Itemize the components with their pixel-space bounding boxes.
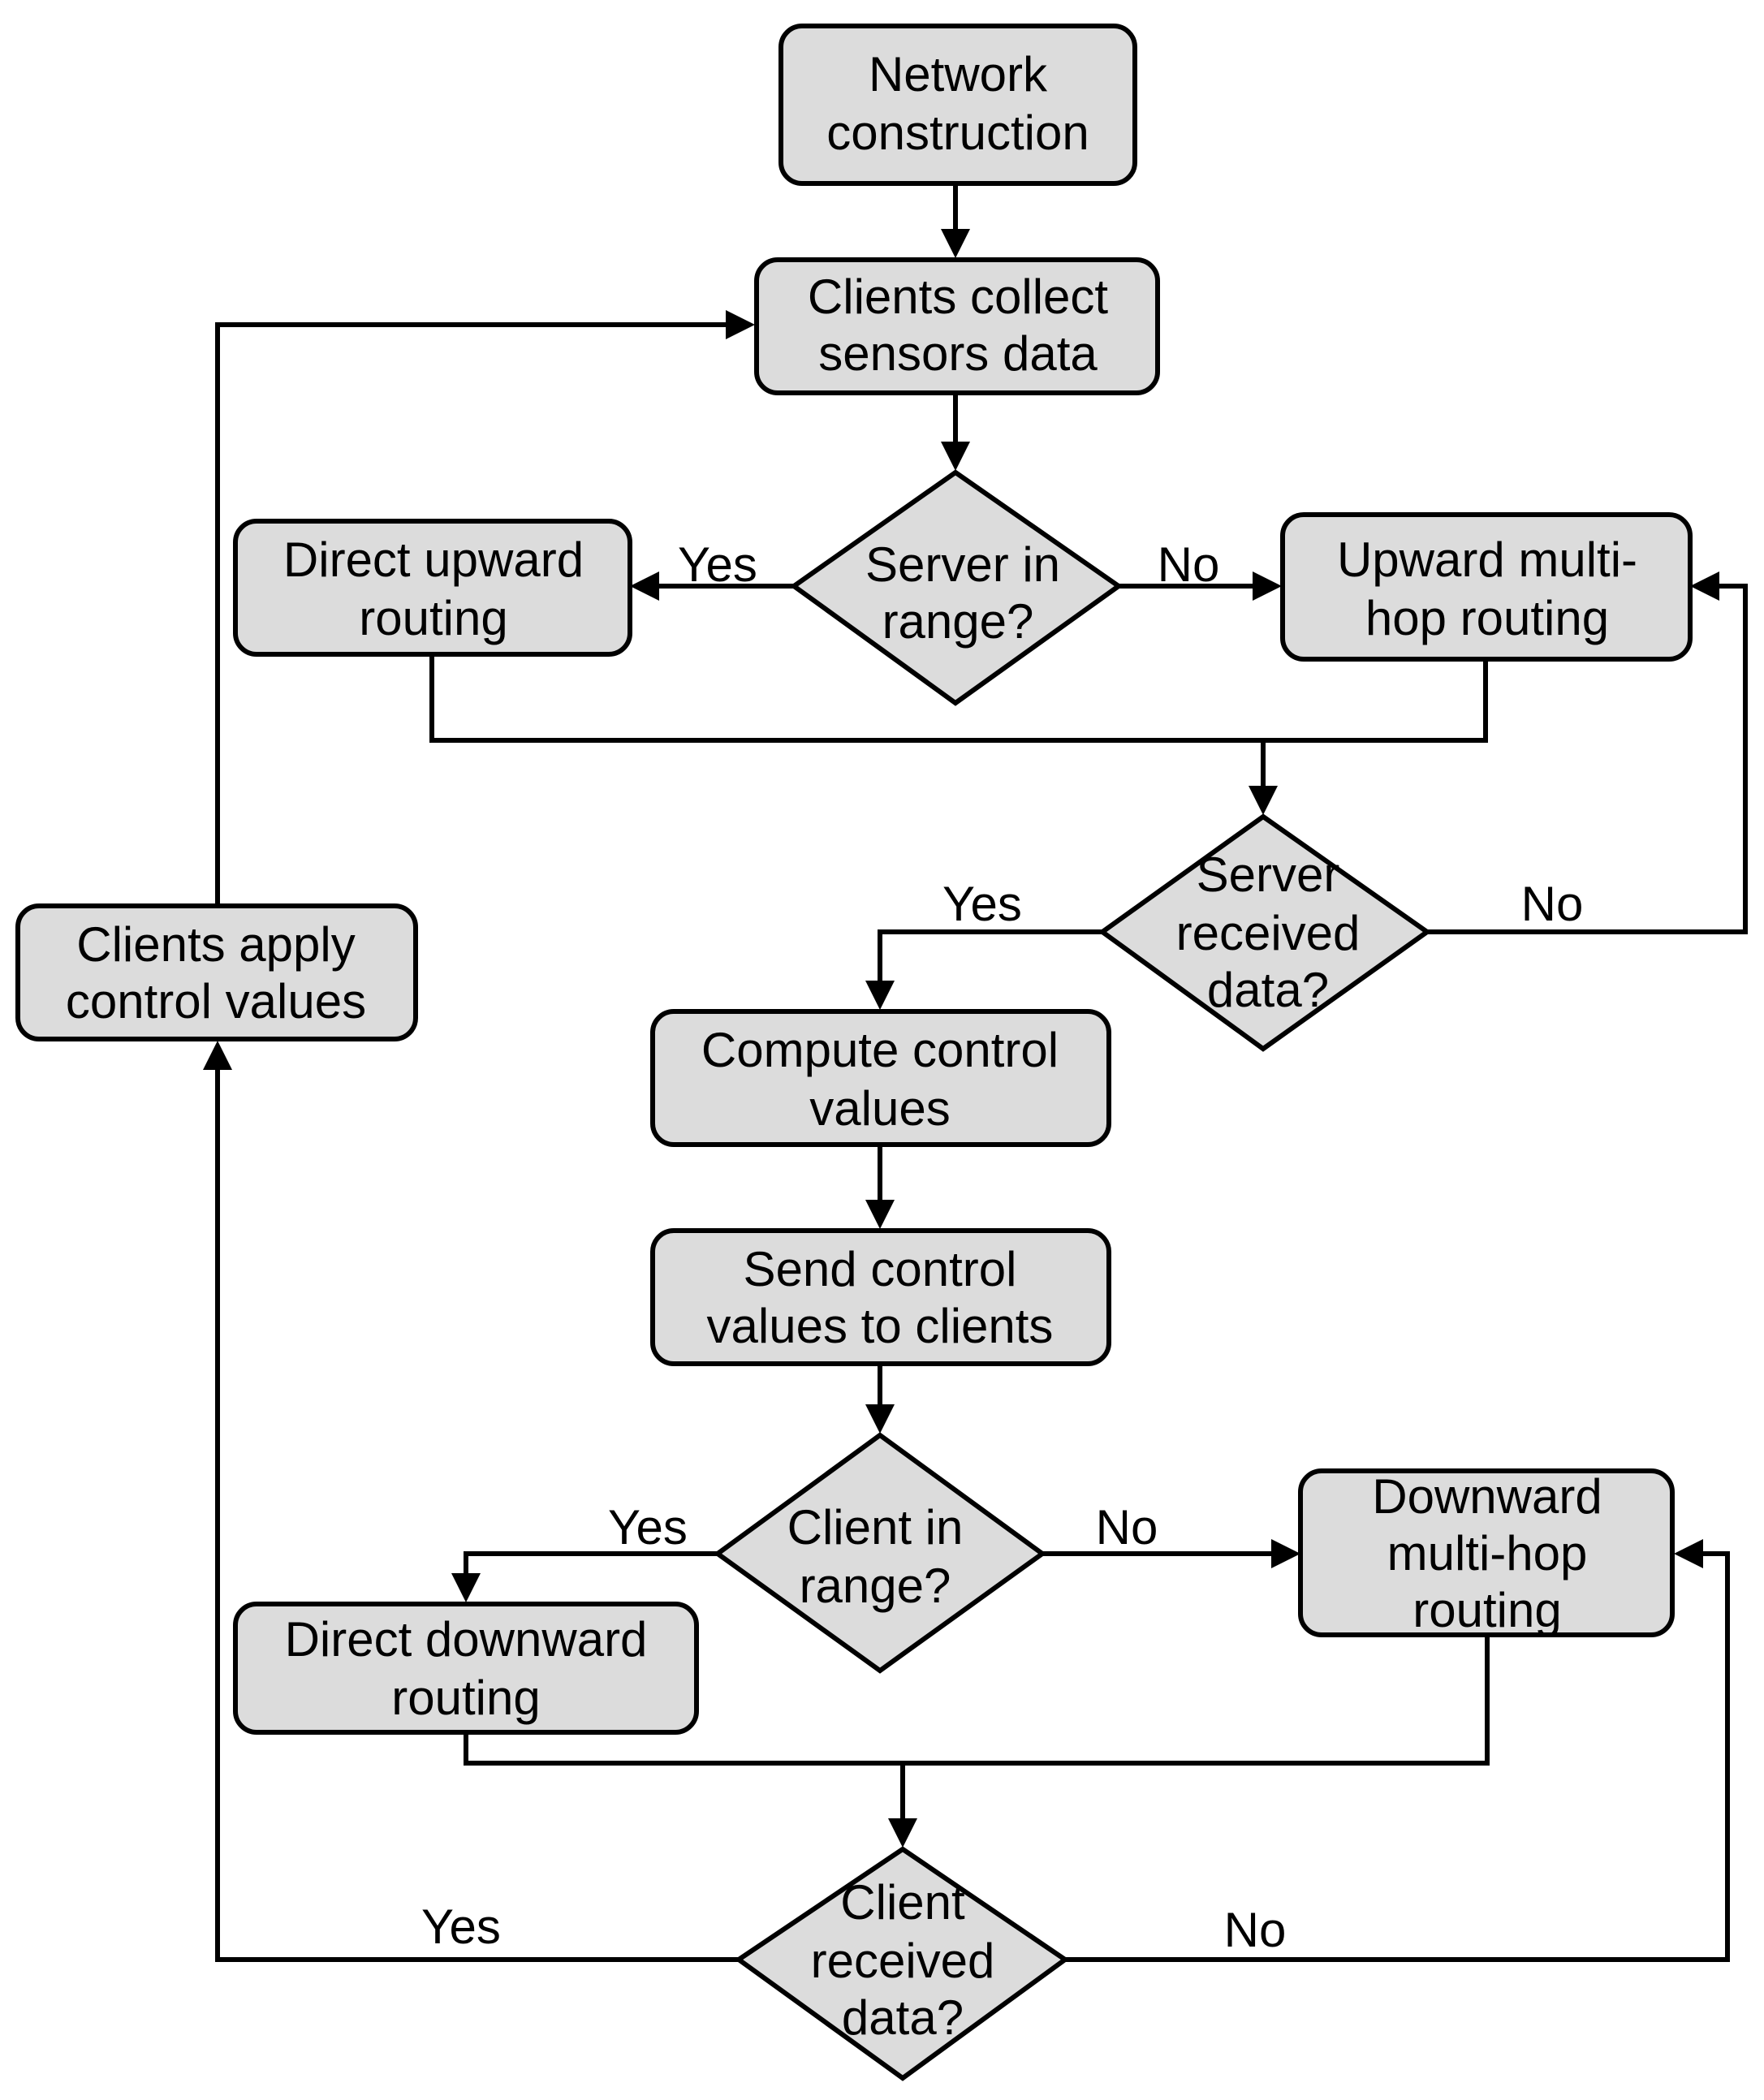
node-server-in-range: Server in range? bbox=[789, 469, 1124, 706]
arrowhead bbox=[865, 1200, 895, 1229]
edge-client-received-no bbox=[1065, 1551, 1730, 1962]
process-box bbox=[754, 257, 1160, 395]
arrowhead bbox=[941, 442, 970, 471]
node-label-line: construction bbox=[826, 106, 1089, 160]
process-box bbox=[650, 1228, 1111, 1366]
decision-diamond bbox=[734, 1846, 1070, 2081]
node-label-line: Server bbox=[1197, 847, 1340, 902]
arrowhead bbox=[865, 1404, 895, 1434]
node-label-line: hop routing bbox=[1365, 591, 1609, 645]
node-label-line: Direct upward bbox=[283, 533, 584, 587]
edge-labels: Yes No Yes No Yes No Yes No bbox=[421, 537, 1583, 1957]
node-client-received: Client received data? bbox=[734, 1846, 1070, 2081]
label-client-in-range-yes: Yes bbox=[608, 1500, 688, 1555]
process-box bbox=[233, 519, 632, 657]
edge-apply-to-collect bbox=[215, 322, 734, 904]
arrowhead bbox=[865, 981, 895, 1010]
node-label-line: values bbox=[809, 1081, 950, 1136]
node-label-line: routing bbox=[391, 1671, 540, 1725]
node-label-line: control values bbox=[66, 974, 366, 1028]
arrowhead bbox=[1249, 786, 1278, 815]
decision-diamond bbox=[713, 1432, 1047, 1674]
node-label-line: multi-hop bbox=[1387, 1526, 1588, 1580]
node-label-line: values to clients bbox=[707, 1299, 1054, 1353]
edge-client-in-range-yes bbox=[464, 1551, 718, 1581]
node-downward-multihop: Downward multi-hop routing bbox=[1298, 1468, 1675, 1637]
node-label-line: data? bbox=[842, 1990, 964, 2045]
arrowhead bbox=[1271, 1539, 1300, 1568]
node-upward-multihop: Upward multi- hop routing bbox=[1280, 512, 1693, 662]
arrowhead bbox=[941, 229, 970, 258]
node-label-line: Downward bbox=[1372, 1469, 1602, 1524]
node-client-in-range: Client in range? bbox=[713, 1432, 1047, 1674]
arrowhead bbox=[1253, 571, 1282, 601]
node-label-line: range? bbox=[800, 1559, 951, 1613]
node-label-line: Client in bbox=[787, 1500, 964, 1555]
node-compute-control: Compute control values bbox=[650, 1009, 1111, 1147]
label-client-in-range-no: No bbox=[1096, 1500, 1158, 1555]
node-label-line: Upward multi- bbox=[1337, 533, 1637, 587]
process-box bbox=[1298, 1468, 1675, 1637]
node-label-line: sensors data bbox=[818, 326, 1098, 381]
arrowhead bbox=[630, 571, 659, 601]
node-label-line: Direct downward bbox=[285, 1612, 648, 1667]
arrowhead bbox=[888, 1818, 917, 1848]
edge-direct-downward-merge bbox=[464, 1635, 1490, 1766]
edges bbox=[203, 185, 1748, 1962]
node-label-line: Server in bbox=[865, 537, 1060, 592]
label-client-received-no: No bbox=[1224, 1903, 1287, 1957]
arrowhead bbox=[726, 310, 755, 339]
label-server-in-range-yes: Yes bbox=[678, 537, 757, 592]
node-network-construction: Network construction bbox=[778, 24, 1137, 186]
node-label-line: Network bbox=[869, 47, 1048, 101]
node-label-line: Clients apply bbox=[76, 917, 356, 972]
process-box bbox=[15, 903, 418, 1041]
arrowhead bbox=[1690, 571, 1719, 601]
node-label-line: received bbox=[811, 1934, 995, 1988]
label-server-received-no: No bbox=[1521, 877, 1584, 931]
node-label-line: routing bbox=[359, 591, 507, 645]
edge-server-received-yes bbox=[878, 929, 1102, 989]
node-label-line: data? bbox=[1207, 963, 1329, 1017]
node-direct-upward: Direct upward routing bbox=[233, 519, 632, 657]
node-send-control: Send control values to clients bbox=[650, 1228, 1111, 1366]
process-box bbox=[650, 1009, 1111, 1147]
node-label-line: received bbox=[1176, 906, 1361, 960]
edge-client-received-yes bbox=[215, 1063, 739, 1962]
edge-direct-upward-merge bbox=[429, 656, 1488, 743]
nodes: Network construction Clients collect sen… bbox=[15, 24, 1693, 2081]
node-label-line: Send control bbox=[744, 1242, 1017, 1296]
node-label-line: routing bbox=[1412, 1583, 1561, 1637]
process-box bbox=[233, 1602, 699, 1735]
node-label-line: Clients collect bbox=[808, 270, 1108, 324]
node-label-line: Client bbox=[840, 1875, 965, 1930]
decision-diamond bbox=[789, 469, 1124, 706]
decision-diamond bbox=[1098, 813, 1432, 1052]
node-clients-apply: Clients apply control values bbox=[15, 903, 418, 1041]
label-server-received-yes: Yes bbox=[942, 877, 1022, 931]
arrowhead bbox=[203, 1041, 232, 1070]
arrowhead bbox=[451, 1573, 481, 1602]
node-clients-collect: Clients collect sensors data bbox=[754, 257, 1160, 395]
node-server-received: Server received data? bbox=[1098, 813, 1432, 1052]
node-direct-downward: Direct downward routing bbox=[233, 1602, 699, 1735]
label-client-received-yes: Yes bbox=[421, 1899, 501, 1954]
arrowhead bbox=[1674, 1539, 1703, 1568]
node-label-line: range? bbox=[882, 594, 1034, 649]
edge-server-received-no bbox=[1427, 584, 1748, 934]
process-box bbox=[778, 24, 1137, 186]
label-server-in-range-no: No bbox=[1158, 537, 1220, 592]
process-box bbox=[1280, 512, 1693, 662]
node-label-line: Compute control bbox=[701, 1023, 1059, 1077]
